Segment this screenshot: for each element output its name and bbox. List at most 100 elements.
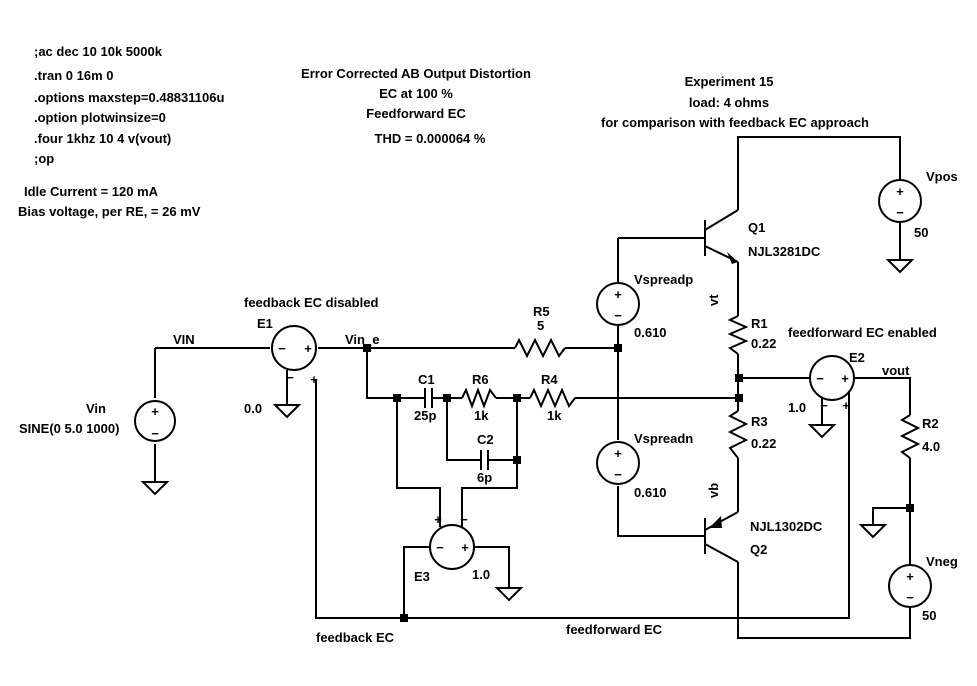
directive-line: ;op — [34, 151, 54, 166]
label-r1-value: 0.22 — [751, 336, 776, 351]
label-vspreadn-value: 0.610 — [634, 485, 667, 500]
capacitor-c2 — [475, 450, 494, 470]
experiment-line-1: Experiment 15 — [685, 74, 774, 89]
label-r4-value: 1k — [547, 408, 562, 423]
label-e2-value: 1.0 — [788, 400, 806, 415]
polarity-plus: + — [434, 512, 442, 527]
label-vpos-value: 50 — [914, 225, 928, 240]
label-e3-name: E3 — [414, 569, 430, 584]
label-vneg-name: Vneg — [926, 554, 958, 569]
source-e3: − + + − — [429, 512, 475, 570]
label-vin-value: SINE(0 5.0 1000) — [19, 421, 119, 436]
directive-line: .tran 0 16m 0 — [34, 68, 114, 83]
label-r3-value: 0.22 — [751, 436, 776, 451]
label-r5-name: R5 — [533, 304, 550, 319]
label-vin-name: Vin — [86, 401, 106, 416]
label-e2-name: E2 — [849, 350, 865, 365]
polarity-plus: + — [841, 371, 849, 386]
polarity-minus: − — [460, 512, 468, 527]
net-label-vin: VIN — [173, 332, 195, 347]
note-feedforward-enabled: feedforward EC enabled — [788, 325, 937, 340]
transistor-q2 — [704, 511, 739, 563]
polarity-minus: − — [820, 398, 828, 413]
polarity-minus: − — [278, 341, 286, 356]
source-vneg: + − — [888, 564, 932, 608]
label-r5-value: 5 — [537, 318, 544, 333]
label-vspreadp-name: Vspreadp — [634, 272, 693, 287]
bias-voltage-note: Bias voltage, per RE, = 26 mV — [18, 204, 201, 219]
polarity-minus: − — [816, 371, 824, 386]
net-label-vb: vb — [706, 483, 721, 498]
net-label-vin-e: Vin_e — [345, 332, 379, 347]
junction-dots — [363, 344, 914, 622]
idle-current-note: Idle Current = 120 mA — [24, 184, 159, 199]
label-c2-name: C2 — [477, 432, 494, 447]
ground-symbols — [140, 259, 915, 602]
directive-line: .four 1khz 10 4 v(vout) — [34, 131, 171, 146]
polarity-plus: + — [896, 184, 904, 199]
label-e1-value: 0.0 — [244, 401, 262, 416]
polarity-minus: − — [614, 467, 622, 482]
label-r1-name: R1 — [751, 316, 768, 331]
label-c1-value: 25p — [414, 408, 436, 423]
polarity-minus: − — [906, 590, 914, 605]
label-q1-model: NJL3281DC — [748, 244, 821, 259]
resistor-r4 — [529, 387, 576, 409]
resistor-r1 — [727, 315, 749, 355]
title-line-2: EC at 100 % — [379, 86, 453, 101]
resistor-r6 — [461, 387, 497, 409]
resistor-r2 — [899, 414, 921, 459]
label-q1-name: Q1 — [748, 220, 765, 235]
net-label-vt: vt — [706, 294, 721, 306]
net-label-vout: vout — [882, 363, 910, 378]
polarity-minus: − — [151, 426, 159, 441]
polarity-minus: − — [436, 540, 444, 555]
source-vspreadp: + − — [596, 282, 640, 326]
title-line-1: Error Corrected AB Output Distortion — [301, 66, 531, 81]
resistor-r3 — [727, 410, 749, 459]
polarity-minus: − — [896, 205, 904, 220]
label-vspreadp-value: 0.610 — [634, 325, 667, 340]
label-r2-name: R2 — [922, 416, 939, 431]
directive-line: ;ac dec 10 10k 5000k — [34, 44, 163, 59]
directive-line: .option plotwinsize=0 — [34, 110, 166, 125]
label-r2-value: 4.0 — [922, 439, 940, 454]
label-vspreadn-name: Vspreadn — [634, 431, 693, 446]
resistor-r5 — [514, 337, 566, 359]
polarity-plus: + — [842, 398, 850, 413]
label-r6-value: 1k — [474, 408, 489, 423]
experiment-line-2: load: 4 ohms — [689, 95, 769, 110]
source-vspreadn: + − — [596, 441, 640, 485]
polarity-plus: + — [906, 569, 914, 584]
source-vin: + − — [134, 400, 176, 442]
label-r6-name: R6 — [472, 372, 489, 387]
transistor-q1 — [704, 209, 739, 264]
label-c1-name: C1 — [418, 372, 435, 387]
polarity-plus: + — [310, 372, 318, 387]
label-q2-model: NJL1302DC — [750, 519, 823, 534]
capacitor-c1 — [424, 388, 433, 408]
experiment-line-3: for comparison with feedback EC approach — [601, 115, 869, 130]
label-c2-value: 6p — [477, 470, 492, 485]
source-e2: − + − + — [809, 355, 855, 413]
label-e1-name: E1 — [257, 316, 273, 331]
label-vneg-value: 50 — [922, 608, 936, 623]
polarity-plus: + — [614, 287, 622, 302]
polarity-plus: + — [151, 404, 159, 419]
directive-line: .options maxstep=0.48831106u — [34, 90, 224, 105]
polarity-plus: + — [461, 540, 469, 555]
source-vpos: + − — [878, 179, 922, 223]
label-e3-value: 1.0 — [472, 567, 490, 582]
label-r3-name: R3 — [751, 414, 768, 429]
note-feedback-disabled: feedback EC disabled — [244, 295, 378, 310]
note-feedback-ec: feedback EC — [316, 630, 395, 645]
polarity-plus: + — [304, 341, 312, 356]
polarity-plus: + — [614, 446, 622, 461]
polarity-minus: − — [286, 370, 294, 385]
source-e1: − + − + — [271, 325, 318, 387]
label-r4-name: R4 — [541, 372, 558, 387]
note-feedforward-ec: feedforward EC — [566, 622, 663, 637]
label-q2-name: Q2 — [750, 542, 767, 557]
thd-readout: THD = 0.000064 % — [375, 131, 486, 146]
